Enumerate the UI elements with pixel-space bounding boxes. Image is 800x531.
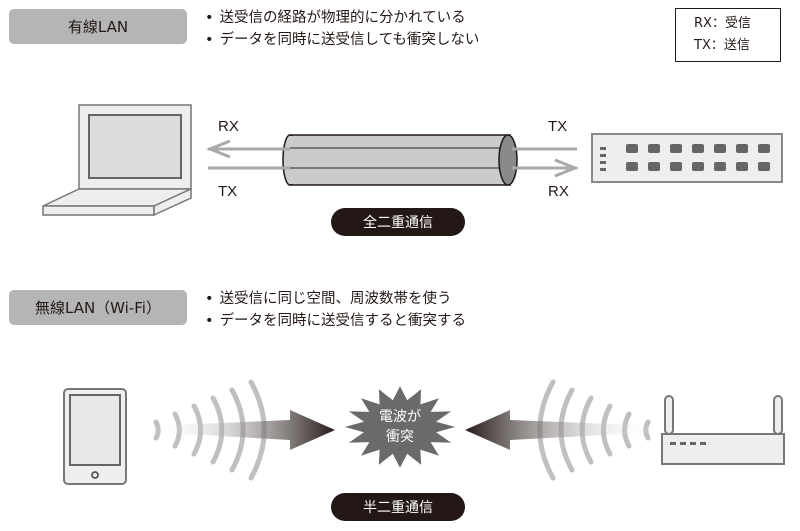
wired-bullets: 送受信の経路が物理的に分かれている データを同時に送受信しても衝突しない — [205, 7, 480, 51]
switch-port — [758, 162, 770, 171]
legend-rx: RX：受信 — [694, 16, 751, 31]
wifi-router-icon — [661, 395, 785, 465]
pc-rx-label: RX — [218, 118, 239, 135]
laptop-icon — [42, 104, 192, 217]
wireless-bullet: データを同時に送受信すると衝突する — [205, 310, 467, 332]
half-duplex-badge: 半二重通信 — [331, 493, 465, 521]
switch-port — [692, 144, 704, 153]
switch-port — [670, 144, 682, 153]
full-duplex-text: 全二重通信 — [363, 215, 433, 231]
wireless-bullets: 送受信に同じ空間、周波数帯を使う データを同時に送受信すると衝突する — [205, 288, 467, 332]
pc-tx-label: TX — [218, 183, 238, 200]
switch-led — [600, 168, 606, 171]
switch-rx-label: RX — [548, 183, 569, 200]
wired-lan-label-text: 有線LAN — [67, 18, 129, 36]
switch-led — [600, 147, 606, 150]
wireless-lan-label: 無線LAN（Wi-Fi） — [9, 290, 187, 325]
rx-arrow-to-switch — [512, 158, 580, 178]
switch-port — [714, 144, 726, 153]
collision-text-line2: 衝突 — [386, 429, 414, 445]
switch-port — [714, 162, 726, 171]
legend-box: RX：受信 TX：送信 — [675, 8, 781, 62]
switch-port — [626, 162, 638, 171]
wired-lan-label: 有線LAN — [9, 9, 187, 44]
network-switch-icon — [591, 133, 783, 183]
switch-port — [758, 144, 770, 153]
signal-arrow-from-router — [465, 410, 660, 450]
wired-bullet: データを同時に送受信しても衝突しない — [205, 29, 480, 51]
switch-port — [692, 162, 704, 171]
wired-bullet: 送受信の経路が物理的に分かれている — [205, 7, 479, 29]
rx-arrow-to-pc — [205, 139, 290, 159]
collision-burst-icon — [344, 386, 456, 468]
signal-arrow-from-tablet — [150, 410, 335, 450]
legend-tx: TX：送信 — [694, 38, 750, 53]
switch-port — [670, 162, 682, 171]
wireless-bullet: 送受信に同じ空間、周波数帯を使う — [205, 288, 466, 310]
full-duplex-badge: 全二重通信 — [331, 208, 465, 236]
switch-led — [600, 154, 606, 157]
switch-tx-label: TX — [548, 118, 568, 135]
cable-icon — [282, 134, 518, 186]
collision-text: 電波が 衝突 — [355, 407, 445, 447]
half-duplex-text: 半二重通信 — [363, 500, 433, 516]
switch-port — [648, 144, 660, 153]
switch-port — [736, 144, 748, 153]
switch-led — [600, 161, 606, 164]
collision-text-line1: 電波が — [379, 409, 421, 425]
tablet-icon — [63, 388, 127, 485]
switch-port — [626, 144, 638, 153]
switch-port — [736, 162, 748, 171]
switch-port — [648, 162, 660, 171]
wireless-lan-label-text: 無線LAN（Wi-Fi） — [35, 299, 161, 317]
